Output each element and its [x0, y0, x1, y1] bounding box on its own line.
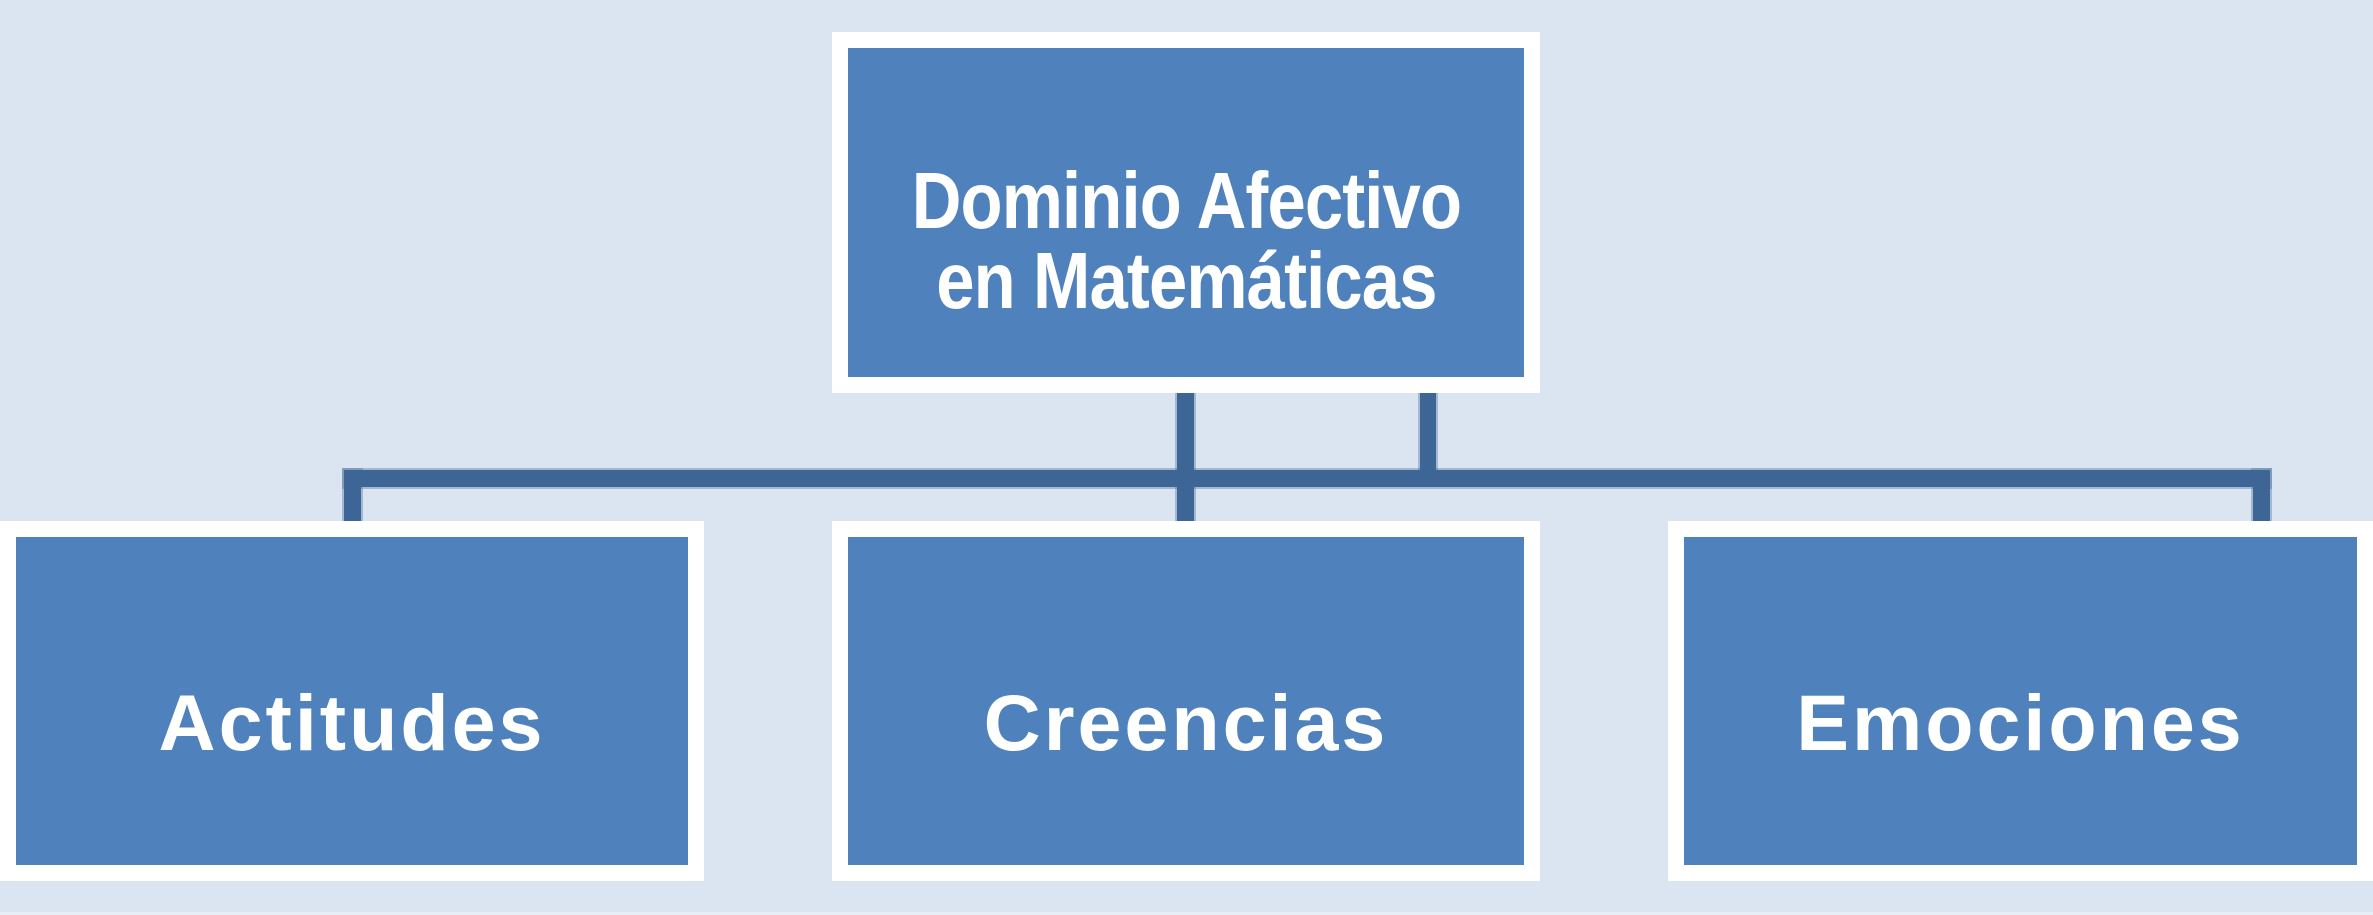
- root-node: Dominio Afectivo en Matemáticas: [832, 32, 1540, 393]
- child-node-creencias: Creencias: [832, 521, 1540, 881]
- child-node-emociones: Emociones: [1668, 521, 2373, 881]
- connector-to-emociones: [2253, 470, 2270, 521]
- root-label-line1: Dominio Afectivo: [911, 155, 1461, 245]
- child-node-label: Creencias: [983, 678, 1389, 767]
- connector-to-actitudes: [344, 470, 361, 521]
- root-node-label: Dominio Afectivo en Matemáticas: [911, 155, 1461, 325]
- child-node-label: Actitudes: [158, 678, 546, 767]
- child-node-actitudes: Actitudes: [0, 521, 704, 881]
- connector-horizontal-bus: [344, 470, 2270, 487]
- connector-root-to-bus: [1177, 393, 1194, 521]
- bottom-divider: [0, 912, 2373, 915]
- root-label-line2: en Matemáticas: [935, 235, 1437, 325]
- connector-root-secondary: [1420, 393, 1436, 479]
- child-node-label: Emociones: [1796, 678, 2245, 767]
